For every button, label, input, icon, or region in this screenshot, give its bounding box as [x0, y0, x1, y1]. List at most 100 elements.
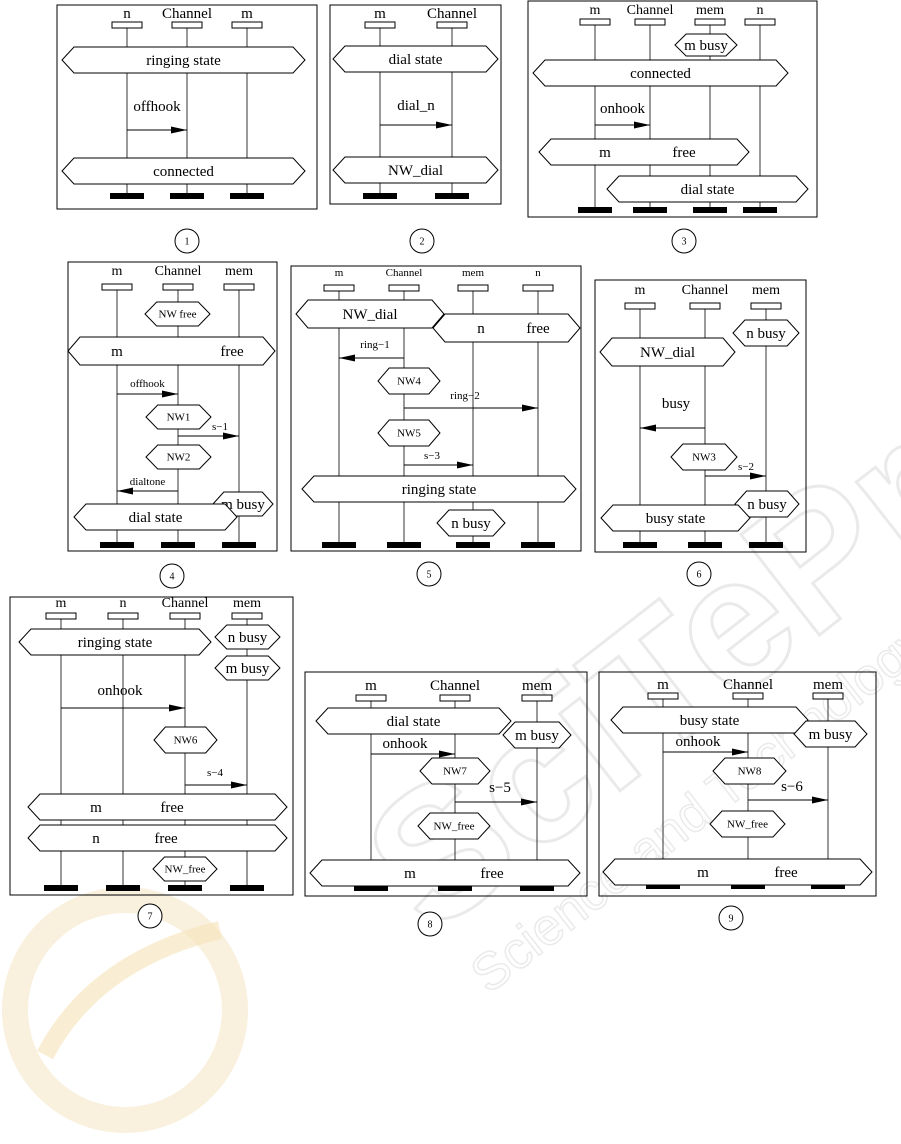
condition-hexagon	[27, 824, 288, 852]
message-label: s−2	[738, 461, 754, 473]
condition-label: busy state	[680, 713, 740, 729]
instance-end-bar	[435, 193, 469, 199]
message-label: busy	[662, 396, 691, 412]
instance-head-box	[744, 18, 776, 26]
condition-state-label: free	[672, 145, 696, 161]
instance-head-box	[162, 283, 194, 291]
condition-hexagon	[315, 707, 512, 735]
instance-name: mem	[522, 678, 552, 694]
message-label: offhook	[130, 378, 165, 390]
diagram-number-circle	[416, 561, 442, 587]
condition-instance-label: m	[404, 866, 416, 882]
instance-end-bar	[44, 885, 78, 891]
instance-head-box	[223, 283, 255, 291]
diagram-frame	[527, 0, 818, 218]
instance-name: mem	[462, 267, 484, 279]
message-arrow-head	[812, 796, 828, 804]
diagram-number: 1	[185, 237, 190, 248]
instance-head-box	[388, 284, 420, 292]
condition-hexagon	[670, 443, 738, 471]
instance-head-box	[634, 18, 666, 26]
condition-label: m busy	[221, 497, 265, 513]
diagram-frame	[56, 4, 318, 210]
diagram-number-circle	[174, 228, 200, 254]
condition-label: NW7	[443, 766, 467, 778]
message-arrow-head	[436, 121, 452, 129]
instance-end-bar	[633, 207, 667, 213]
instance-name: m	[374, 6, 386, 22]
instance-end-bar	[438, 885, 472, 891]
message-label: dialtone	[130, 476, 166, 488]
instance-name: mem	[752, 283, 780, 298]
condition-label: NW_dial	[388, 163, 443, 179]
instance-head-box	[364, 21, 396, 29]
condition-hexagon	[610, 706, 809, 734]
condition-label: NW8	[738, 766, 762, 778]
condition-hexagon	[674, 33, 738, 57]
instance-end-bar	[743, 207, 777, 213]
condition-label: busy state	[646, 511, 706, 527]
condition-hexagon	[538, 138, 750, 166]
message-label: onhook	[600, 101, 646, 117]
condition-hexagon	[214, 624, 281, 650]
message-arrow-head	[457, 461, 473, 469]
diagram-frame	[67, 261, 278, 552]
condition-label: m busy	[809, 727, 853, 743]
instance-name: m	[335, 267, 344, 279]
condition-hexagon	[602, 858, 873, 886]
condition-label: m busy	[515, 728, 559, 744]
instance-head-box	[45, 612, 77, 620]
instance-end-bar	[363, 193, 397, 199]
condition-hexagon	[144, 301, 211, 327]
condition-label: n busy	[747, 497, 787, 513]
instance-name: Channel	[162, 6, 212, 22]
condition-label: dial state	[387, 714, 441, 730]
condition-label: NW6	[174, 735, 198, 747]
condition-state-label: free	[160, 800, 184, 816]
message-arrow-head	[640, 424, 656, 432]
condition-hexagon	[295, 299, 445, 329]
condition-hexagon	[599, 337, 736, 367]
message-label: s−1	[212, 421, 228, 433]
instance-head-box	[439, 694, 471, 702]
instance-end-bar	[110, 193, 144, 199]
condition-state-label: free	[774, 865, 798, 881]
instance-name: mem	[225, 264, 253, 279]
message-arrow-head	[117, 487, 133, 495]
instance-end-bar	[168, 885, 202, 891]
instance-end-bar	[222, 542, 256, 548]
diagram-number-circle	[159, 563, 185, 589]
condition-hexagon	[152, 856, 218, 882]
condition-label: m busy	[684, 38, 728, 54]
instance-head-box	[689, 302, 721, 310]
instance-end-bar	[749, 542, 783, 548]
instance-head-box	[732, 692, 764, 700]
condition-label: connected	[153, 164, 214, 180]
instance-head-box	[812, 692, 844, 700]
condition-instance-label: m	[111, 344, 123, 360]
condition-label: NW1	[167, 412, 191, 424]
condition-label: n busy	[228, 630, 268, 646]
instance-end-bar	[100, 542, 134, 548]
instance-name: Channel	[155, 264, 202, 279]
instance-end-bar	[322, 542, 356, 548]
condition-state-label: free	[480, 866, 504, 882]
message-label: s−4	[207, 767, 223, 779]
instance-end-bar	[521, 542, 555, 548]
instance-head-box	[694, 18, 726, 26]
condition-hexagon	[436, 509, 506, 537]
instance-end-bar	[387, 542, 421, 548]
instance-name: n	[535, 267, 541, 279]
condition-hexagon	[214, 655, 281, 681]
instance-name: mem	[813, 677, 843, 693]
diagram-number-circle	[409, 228, 435, 254]
instance-name: m	[657, 677, 669, 693]
condition-instance-label: m	[599, 145, 611, 161]
diagram-number: 5	[427, 570, 432, 581]
instance-end-bar	[623, 542, 657, 548]
